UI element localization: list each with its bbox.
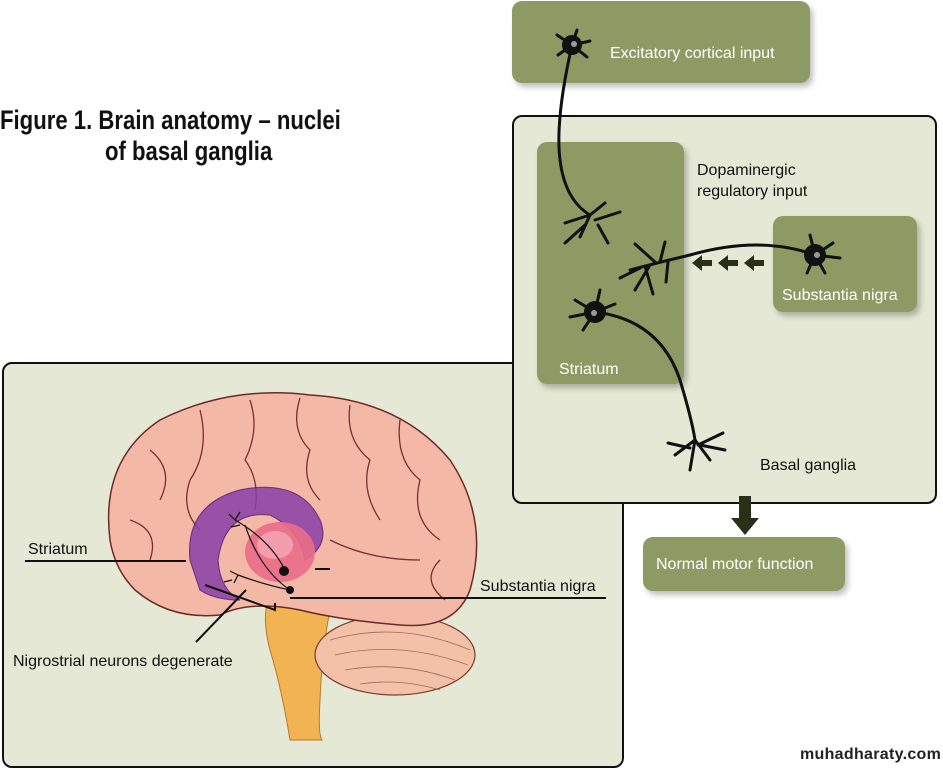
dopaminergic-label: Dopaminergic regulatory input <box>697 160 807 202</box>
brain-label-nigrostrial: Nigrostrial neurons degenerate <box>13 653 233 670</box>
normal-motor-function-box: Normal motor function <box>643 537 845 591</box>
dopaminergic-label-line2: regulatory input <box>697 183 808 200</box>
figure-title: Figure 1. Brain anatomy – nuclei of basa… <box>0 105 341 167</box>
watermark: muhadharaty.com <box>800 746 942 763</box>
normal-motor-function-label: Normal motor function <box>656 556 814 573</box>
basal-ganglia-label: Basal ganglia <box>760 457 857 474</box>
brain-label-substantia-nigra: Substantia nigra <box>480 578 596 595</box>
striatum-box: Striatum <box>537 142 684 384</box>
cerebellum <box>314 614 476 696</box>
substantia-nigra-box: Substantia nigra <box>773 216 917 312</box>
substantia-nigra-label: Substantia nigra <box>782 287 898 304</box>
excitatory-input-label: Excitatory cortical input <box>610 45 775 62</box>
dopaminergic-label-line1: Dopaminergic <box>697 162 796 179</box>
nigrostriatal-neurons <box>223 511 291 591</box>
excitatory-input-box: Excitatory cortical input <box>512 1 810 83</box>
label-leader-lines <box>25 560 606 643</box>
brain-label-striatum: Striatum <box>28 541 88 558</box>
figure-title-line2: of basal ganglia <box>104 136 273 166</box>
brain-drawing <box>107 392 478 741</box>
figure-title-line1: Figure 1. Brain anatomy – nuclei <box>0 105 341 135</box>
striatum-label: Striatum <box>559 361 619 378</box>
